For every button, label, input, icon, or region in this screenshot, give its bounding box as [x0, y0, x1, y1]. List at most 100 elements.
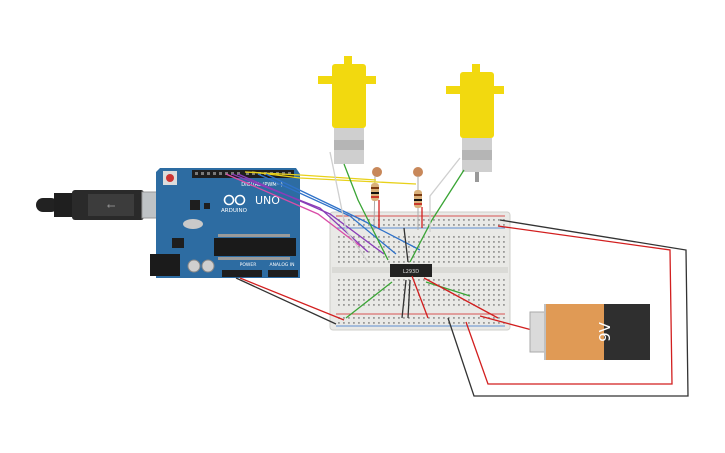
breadboard-hole: [343, 294, 345, 296]
breadboard-hole: [383, 279, 385, 281]
breadboard-holes: [338, 219, 505, 324]
breadboard-hole: [368, 246, 370, 248]
atmega-chip: [214, 238, 296, 256]
breadboard-hole: [488, 251, 490, 253]
breadboard-hole: [423, 284, 425, 286]
breadboard-hole: [398, 236, 400, 238]
breadboard-hole: [453, 289, 455, 291]
breadboard-hole: [473, 289, 475, 291]
breadboard-hole: [488, 299, 490, 301]
breadboard-hole: [373, 317, 375, 319]
breadboard-hole: [378, 256, 380, 258]
breadboard-hole: [378, 236, 380, 238]
breadboard-hole: [463, 322, 465, 324]
breadboard-hole: [483, 289, 485, 291]
breadboard-hole: [498, 322, 500, 324]
breadboard-hole: [388, 246, 390, 248]
breadboard-hole: [413, 241, 415, 243]
breadboard-hole: [433, 294, 435, 296]
breadboard-hole: [413, 219, 415, 221]
breadboard-hole: [383, 256, 385, 258]
usb-plug-grip: [88, 194, 134, 216]
breadboard-hole: [373, 322, 375, 324]
wire-green-motor-left: [343, 163, 389, 261]
breadboard-hole: [478, 219, 480, 221]
breadboard-hole: [363, 322, 365, 324]
breadboard-hole: [348, 299, 350, 301]
battery-clip: [529, 311, 547, 353]
breadboard-hole: [388, 251, 390, 253]
breadboard-hole: [478, 304, 480, 306]
breadboard-hole: [493, 256, 495, 258]
motor-left-axle-right: [366, 76, 376, 84]
breadboard-hole: [468, 322, 470, 324]
breadboard-hole: [428, 299, 430, 301]
power-jack: [150, 254, 180, 276]
breadboard-hole: [493, 224, 495, 226]
breadboard-hole: [403, 261, 405, 263]
breadboard-hole: [498, 251, 500, 253]
breadboard-hole: [463, 284, 465, 286]
breadboard-hole: [483, 236, 485, 238]
breadboard-hole: [383, 294, 385, 296]
breadboard-hole: [393, 261, 395, 263]
battery-9v: 9V: [529, 304, 650, 360]
breadboard-hole: [438, 299, 440, 301]
breadboard-hole: [428, 246, 430, 248]
breadboard-hole: [453, 317, 455, 319]
breadboard-hole: [443, 299, 445, 301]
breadboard-hole: [383, 246, 385, 248]
breadboard-hole: [373, 284, 375, 286]
breadboard-hole: [478, 256, 480, 258]
crystal: [183, 219, 203, 229]
breadboard-hole: [428, 317, 430, 319]
breadboard-hole: [413, 224, 415, 226]
breadboard-hole: [478, 261, 480, 263]
breadboard-hole: [438, 219, 440, 221]
breadboard-hole: [378, 289, 380, 291]
l293d-driver: L293D: [390, 264, 432, 277]
breadboard-hole: [483, 219, 485, 221]
breadboard-hole: [478, 317, 480, 319]
breadboard-hole: [378, 317, 380, 319]
breadboard-hole: [448, 224, 450, 226]
breadboard-hole: [428, 241, 430, 243]
breadboard-hole: [403, 289, 405, 291]
breadboard-hole: [423, 246, 425, 248]
breadboard-hole: [493, 236, 495, 238]
wire-yellow-2: [251, 171, 417, 185]
breadboard-hole: [358, 322, 360, 324]
breadboard-hole: [458, 251, 460, 253]
breadboard-hole: [423, 289, 425, 291]
breadboard-hole: [443, 294, 445, 296]
breadboard-hole: [353, 289, 355, 291]
breadboard-hole: [398, 299, 400, 301]
breadboard-hole: [503, 256, 505, 258]
breadboard-hole: [458, 261, 460, 263]
breadboard-hole: [363, 294, 365, 296]
breadboard-hole: [388, 299, 390, 301]
wires: [225, 151, 689, 397]
breadboard-hole: [483, 299, 485, 301]
breadboard-hole: [393, 317, 395, 319]
battery-label: 9V: [596, 321, 614, 342]
breadboard-hole: [398, 294, 400, 296]
usb-chip: [190, 200, 200, 210]
breadboard-hole: [453, 246, 455, 248]
breadboard-hole: [483, 317, 485, 319]
smd-chip: [204, 203, 210, 209]
motor-left-gearbox: [332, 64, 366, 128]
breadboard-hole: [433, 224, 435, 226]
breadboard-hole: [388, 236, 390, 238]
motor-right-gearbox: [460, 72, 494, 138]
breadboard-hole: [488, 279, 490, 281]
breadboard-hole: [393, 241, 395, 243]
breadboard-hole: [338, 279, 340, 281]
breadboard-hole: [418, 246, 420, 248]
breadboard-hole: [403, 219, 405, 221]
breadboard-hole: [478, 279, 480, 281]
breadboard-hole: [468, 236, 470, 238]
breadboard-hole: [473, 224, 475, 226]
breadboard-hole: [488, 246, 490, 248]
breadboard-hole: [463, 219, 465, 221]
